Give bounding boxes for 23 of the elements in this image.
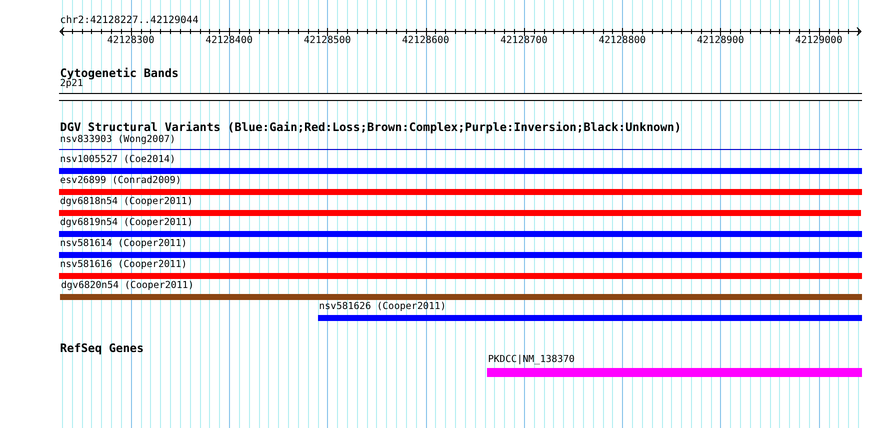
band-label: 2p21 — [60, 79, 84, 89]
track-title: DGV Structural Variants (Blue:Gain;Red:Loss;Brown:Complex;Purple:Inversion;Black:Unknown) — [60, 122, 682, 134]
variant-label: nsv581614 (Cooper2011) — [60, 239, 188, 249]
tick-label: 42128600 — [402, 36, 450, 46]
gene-label: PKDCC|NM_138370 — [488, 355, 575, 365]
variant-label: nsv1005527 (Coe2014) — [60, 155, 176, 165]
variant-label: nsv833903 (Wong2007) — [60, 135, 176, 145]
coordinate-label: chr2:42128227..42129044 — [60, 16, 198, 26]
variant-label: nsv581626 (Cooper2011) — [319, 302, 446, 312]
track-title: RefSeq Genes — [60, 343, 144, 355]
tick-label: 42128900 — [696, 36, 744, 46]
variant-label: dgv6819n54 (Cooper2011) — [60, 218, 193, 228]
variant-label: dgv6820n54 (Cooper2011) — [61, 281, 194, 291]
variant-label: esv26899 (Conrad2009) — [60, 176, 182, 186]
variant-label: dgv6818n54 (Cooper2011) — [60, 197, 193, 207]
track-title: Cytogenetic Bands — [60, 68, 179, 80]
tick-label: 42128700 — [500, 36, 548, 46]
variant-label: nsv581616 (Cooper2011) — [60, 260, 188, 270]
tick-label: 42129000 — [795, 36, 842, 46]
tick-label: 42128300 — [107, 36, 154, 46]
tick-label: 42128400 — [205, 36, 253, 46]
tick-label: 42128500 — [304, 36, 351, 46]
tick-label: 42128800 — [598, 36, 646, 46]
